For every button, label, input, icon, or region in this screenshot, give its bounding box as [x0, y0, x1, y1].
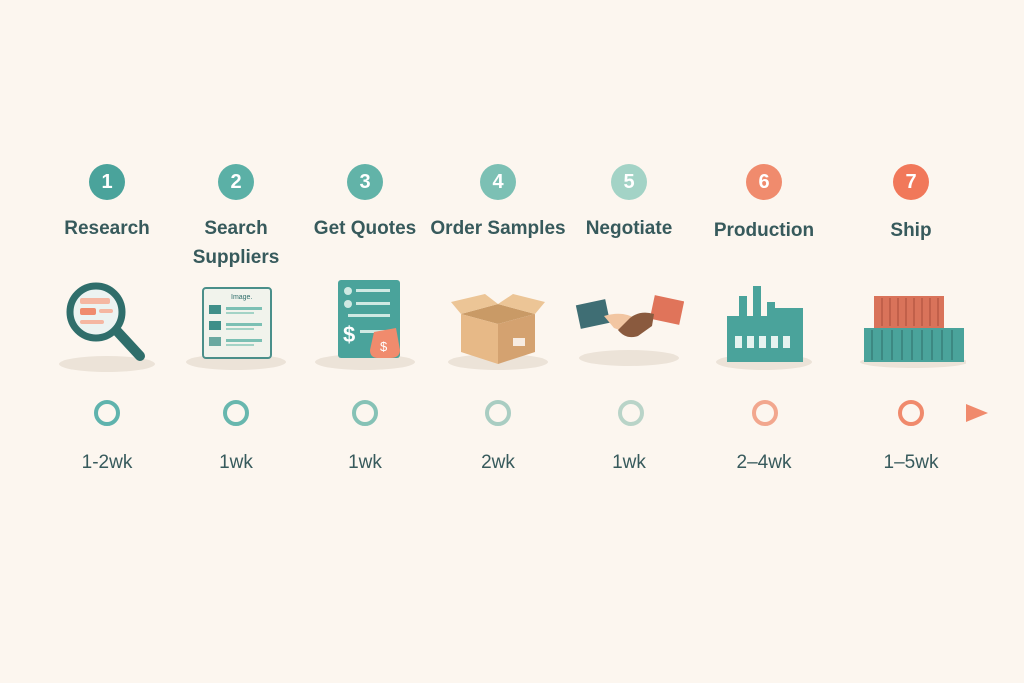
step-number-badge: 5 — [611, 164, 647, 200]
step-research: 1 Research 1-2wk — [37, 0, 177, 683]
shipping-containers-icon — [860, 296, 966, 368]
doc-header-text: Image. — [231, 294, 252, 301]
step-label: Negotiate — [585, 218, 673, 239]
step-production: 6 Production 2–4wk — [694, 0, 834, 683]
step-negotiate: 5 Negotiate 1wk — [559, 0, 699, 683]
timeline-node — [485, 400, 511, 426]
step-duration: 2wk — [481, 452, 515, 473]
timeline-node — [898, 400, 924, 426]
step-label: Get Quotes — [313, 218, 417, 239]
step-duration: 1wk — [612, 452, 646, 473]
step-number-badge: 1 — [89, 164, 125, 200]
step-label: Ship — [890, 220, 932, 241]
step-duration: 2–4wk — [736, 452, 792, 473]
step-ship: 7 Ship 1–5wk — [841, 0, 981, 683]
step-duration: 1–5wk — [883, 452, 939, 473]
step-label: Order Samples — [430, 218, 566, 239]
step-label: Production — [713, 220, 815, 241]
step-order-samples: 4 Order Samples 2wk — [428, 0, 568, 683]
timeline-arrowhead — [966, 404, 988, 422]
step-number-badge: 4 — [480, 164, 516, 200]
svg-text:$: $ — [380, 339, 388, 354]
supplier-document-icon: Image. — [186, 287, 286, 370]
timeline-node — [223, 400, 249, 426]
step-number-badge: 3 — [347, 164, 383, 200]
timeline-node — [352, 400, 378, 426]
step-duration: 1wk — [219, 452, 253, 473]
step-label: Search Suppliers — [192, 218, 280, 268]
step-search-suppliers: 2 Search Suppliers Image. 1wk — [166, 0, 306, 683]
handshake-icon — [575, 295, 684, 366]
cardboard-box-icon — [448, 294, 548, 370]
step-label: Research — [64, 218, 150, 239]
magnifying-glass-icon — [59, 282, 155, 372]
step-number-badge: 6 — [746, 164, 782, 200]
timeline-bar — [55, 400, 988, 426]
step-duration: 1-2wk — [81, 452, 133, 473]
step-number-badge: 7 — [893, 164, 929, 200]
step-number-badge: 2 — [218, 164, 254, 200]
step-duration: 1wk — [348, 452, 382, 473]
svg-text:$: $ — [343, 322, 355, 347]
timeline-node — [752, 400, 778, 426]
step-get-quotes: 3 Get Quotes $ $ 1wk — [295, 0, 435, 683]
quote-document-icon: $ $ — [315, 280, 415, 370]
timeline-node — [94, 400, 120, 426]
timeline-node — [618, 400, 644, 426]
factory-icon — [716, 286, 812, 370]
